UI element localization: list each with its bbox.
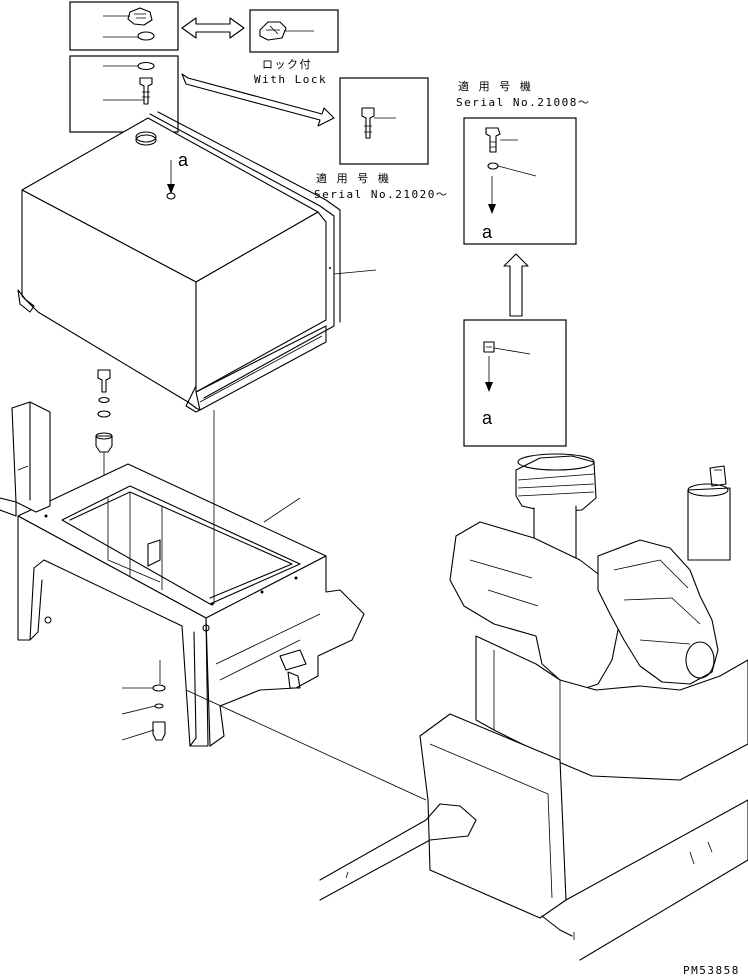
with-lock-en-label: With Lock — [254, 73, 327, 86]
detail-box-cap — [69, 1, 179, 51]
up-arrow-icon — [503, 253, 529, 317]
with-lock-jp-label: ロック付 — [262, 58, 312, 71]
mount-bolt-set-lower — [121, 660, 166, 741]
serial-21020-label: Serial No.21020～ — [314, 188, 448, 201]
drawing-number: PM53858 — [683, 964, 740, 977]
fuel-tank: a — [17, 111, 377, 413]
long-arrow-icon — [181, 73, 335, 127]
view-a-mark-tank: a — [178, 150, 189, 170]
detail-box-serial-21008: 適 用 号 機 Serial No.21008～ a — [456, 79, 590, 245]
double-arrow-icon — [181, 17, 245, 39]
view-a-mark-1: a — [482, 222, 493, 242]
detail-box-view-a: a — [463, 319, 567, 447]
detail-box-cap-with-lock: ロック付 With Lock — [249, 9, 339, 86]
tank-frame — [0, 401, 427, 801]
detail-box-serial-21020: 適 用 号 機 Serial No.21020～ — [314, 77, 448, 201]
engine-assembly — [319, 453, 748, 961]
serial-21008-label: Serial No.21008～ — [456, 96, 590, 109]
applicable-serial-jp-label-1: 適 用 号 機 — [316, 171, 390, 185]
applicable-serial-jp-label-2: 適 用 号 機 — [458, 79, 532, 93]
view-a-mark-2: a — [482, 408, 493, 428]
